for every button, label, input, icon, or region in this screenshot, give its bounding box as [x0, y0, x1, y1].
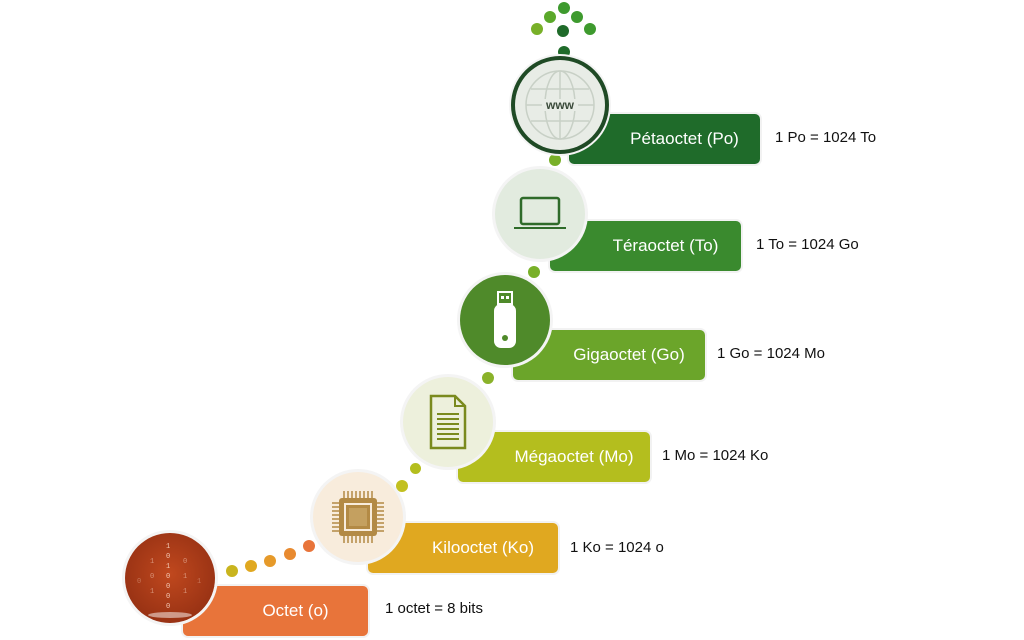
- level-equation: 1 Po = 1024 To: [775, 129, 877, 146]
- svg-text:1: 1: [166, 563, 170, 571]
- level-label: Octet (o): [183, 586, 368, 636]
- top-dot: [531, 23, 543, 35]
- level-equation: 1 Ko = 1024 o: [570, 539, 664, 556]
- svg-text:0: 0: [183, 558, 187, 566]
- top-dot: [544, 11, 556, 23]
- connector-dot: [264, 555, 276, 567]
- connector-dot: [226, 565, 238, 577]
- document-icon: [403, 377, 493, 467]
- cpu-chip-icon: [313, 472, 403, 562]
- top-dot: [584, 23, 596, 35]
- level-label: Gigaoctet (Go): [513, 330, 705, 380]
- globe-www-icon: www: [515, 60, 605, 150]
- svg-text:0: 0: [166, 593, 170, 601]
- svg-text:0: 0: [166, 553, 170, 561]
- level-equation: 1 Mo = 1024 Ko: [662, 447, 769, 464]
- top-dot: [558, 2, 570, 14]
- connector-dot: [303, 540, 315, 552]
- level-equation: 1 Go = 1024 Mo: [717, 345, 825, 362]
- connector-dot: [396, 480, 408, 492]
- connector-dot: [410, 463, 421, 474]
- laptop-icon: [495, 169, 585, 259]
- svg-text:1: 1: [150, 588, 154, 596]
- svg-text:1: 1: [166, 543, 170, 551]
- svg-text:0: 0: [166, 603, 170, 611]
- svg-text:1: 1: [150, 558, 154, 566]
- svg-text:0: 0: [150, 573, 154, 581]
- connector-dot: [549, 154, 561, 166]
- connector-dot: [482, 372, 494, 384]
- level-equation: 1 To = 1024 Go: [756, 236, 859, 253]
- top-dot: [557, 25, 569, 37]
- connector-dot: [284, 548, 296, 560]
- connector-dot: [245, 560, 257, 572]
- svg-text:1: 1: [183, 588, 187, 596]
- svg-text:1: 1: [183, 573, 187, 581]
- svg-text:0: 0: [137, 578, 141, 586]
- globe-www-label: www: [545, 98, 575, 112]
- connector-dot: [528, 266, 540, 278]
- svg-text:0: 0: [166, 573, 170, 581]
- level-equation: 1 octet = 8 bits: [385, 600, 483, 617]
- svg-text:1: 1: [197, 578, 201, 586]
- usb-drive-icon: [460, 275, 550, 365]
- svg-text:0: 0: [166, 583, 170, 591]
- binary-data-icon: 1 0 1 0 0 0 0 1 0 1 0 1 1 0 1: [125, 533, 215, 623]
- top-dot: [571, 11, 583, 23]
- top-dot: [558, 46, 570, 58]
- level-label: Mégaoctet (Mo): [458, 432, 650, 482]
